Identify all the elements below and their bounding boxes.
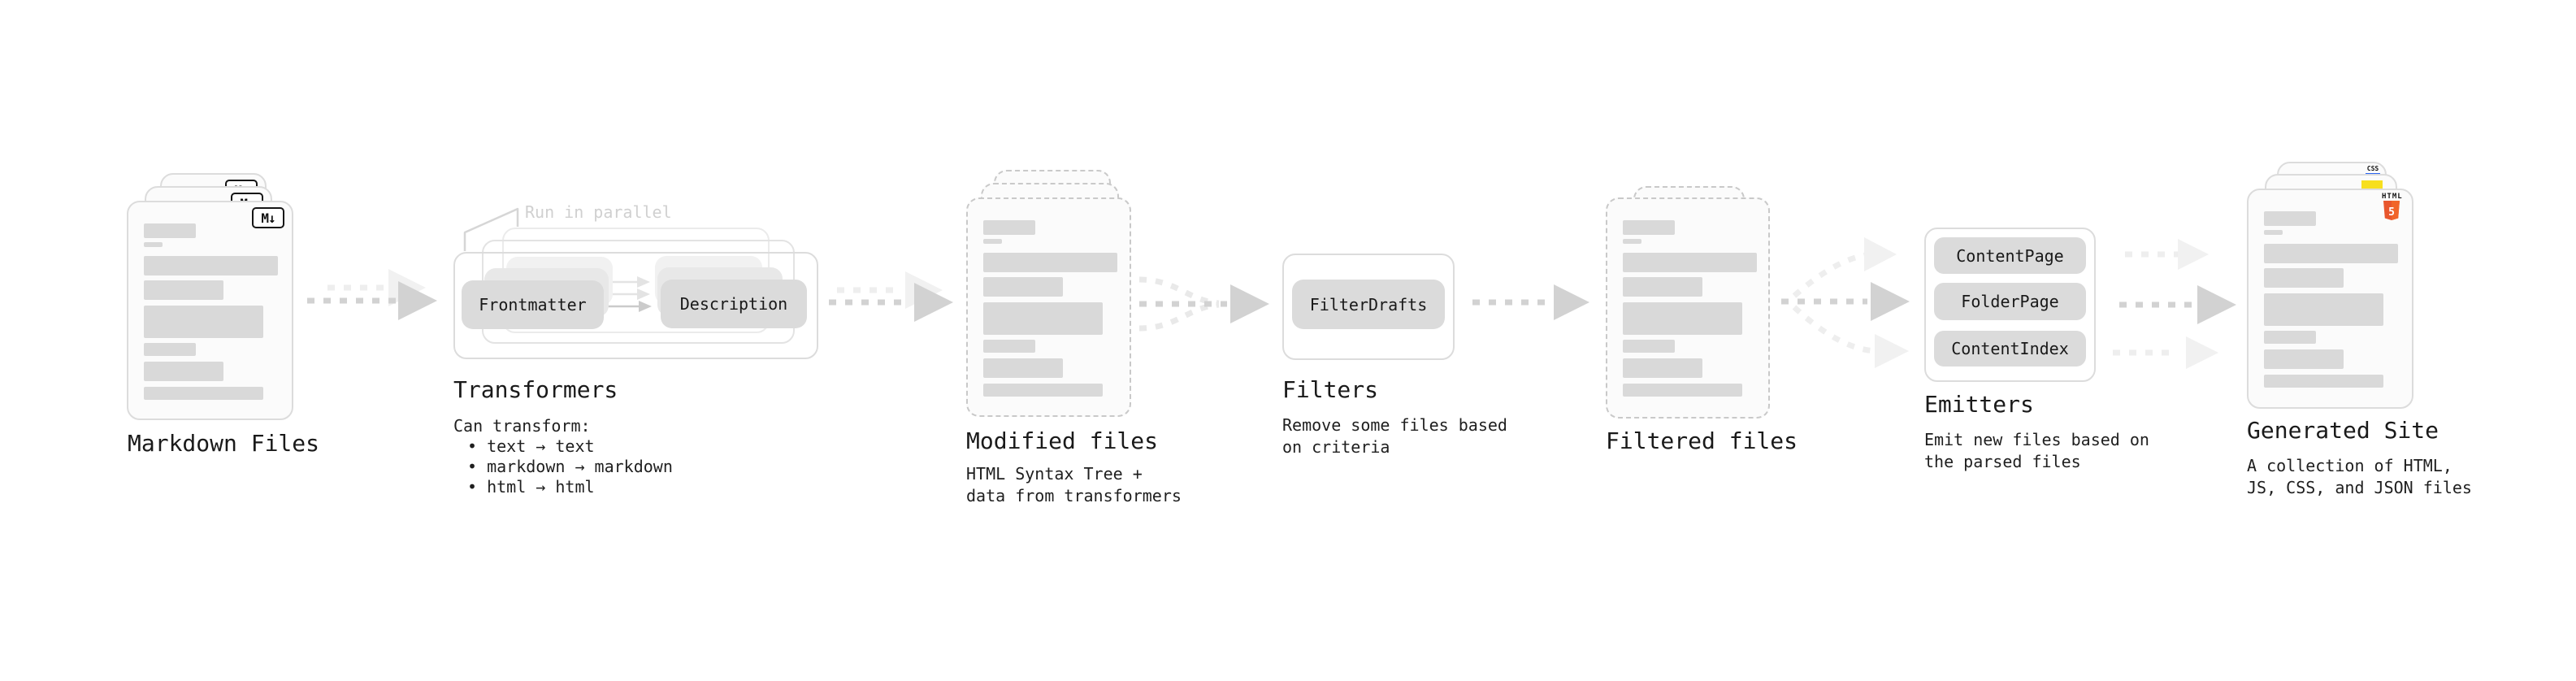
stage-title-markdown-files: Markdown Files [128, 430, 320, 457]
document-placeholder-text [144, 223, 292, 419]
stage-title-modified-files: Modified files [966, 427, 1159, 454]
markdown-icon: M↓ [252, 207, 284, 228]
text-placeholder-bar [983, 340, 1035, 353]
text-placeholder-bar [2264, 375, 2383, 388]
text-placeholder-bar [1623, 340, 1675, 353]
contentpage-pill: ContentPage [1934, 237, 2086, 274]
text-placeholder-bar [144, 223, 196, 238]
transformers-description: Can transform: • text → text • markdown … [453, 416, 673, 497]
description-line: JS, CSS, and JSON files [2247, 478, 2472, 497]
text-placeholder-bar [144, 362, 223, 381]
filterdrafts-pill: FilterDrafts [1292, 280, 1445, 329]
text-placeholder-bar [2264, 211, 2316, 226]
text-placeholder-bar [2264, 244, 2398, 263]
text-placeholder-bar [983, 277, 1063, 297]
arrow-filters-to-filtered [1472, 284, 1589, 320]
markdown-file-card-front: M↓ [127, 201, 293, 420]
filters-description: Remove some files based on criteria [1282, 414, 1507, 458]
text-placeholder-bar [144, 306, 263, 338]
description-line: A collection of HTML, [2247, 456, 2452, 475]
generated-site-description: A collection of HTML, JS, CSS, and JSON … [2247, 455, 2472, 499]
arrow-markdown-to-transformers [307, 269, 437, 320]
bullet-item: • markdown → markdown [467, 457, 673, 476]
html5-word: HTML [2382, 193, 2403, 201]
transformer-container-front [453, 252, 818, 359]
frontmatter-pill: Frontmatter [462, 280, 604, 329]
folderpage-pill: FolderPage [1934, 283, 2086, 320]
filtered-file-card-front [1606, 197, 1770, 419]
text-placeholder-bar [2264, 268, 2344, 288]
description-line: the parsed files [1924, 452, 2081, 471]
text-placeholder-bar [1623, 253, 1757, 272]
arrow-transformers-to-modified [829, 271, 953, 322]
text-placeholder-bar [144, 256, 278, 275]
text-placeholder-bar [144, 280, 223, 300]
text-placeholder-bar [983, 302, 1103, 335]
text-placeholder-bar [2264, 230, 2283, 235]
css-label: CSS [2366, 165, 2379, 172]
description-line: HTML Syntax Tree + [966, 464, 1143, 484]
modified-file-card-front [966, 197, 1131, 417]
description-line: Remove some files based [1282, 415, 1507, 435]
stage-title-transformers: Transformers [453, 376, 618, 403]
text-placeholder-bar [1623, 358, 1702, 378]
text-placeholder-bar [983, 239, 1002, 244]
text-placeholder-bar [1623, 277, 1702, 297]
generated-html-file-card: HTML 5 [2247, 189, 2413, 409]
text-placeholder-bar [1623, 302, 1742, 335]
modified-files-description: HTML Syntax Tree + data from transformer… [966, 463, 1182, 507]
text-placeholder-bar [1623, 239, 1641, 244]
text-placeholder-bar [1623, 220, 1675, 235]
description-line: on criteria [1282, 437, 1390, 457]
text-placeholder-bar [983, 358, 1063, 378]
arrow-emitters-to-generated [2113, 239, 2236, 369]
arrow-filtered-to-emitters [1781, 237, 1910, 368]
document-placeholder-text [2264, 211, 2412, 407]
text-placeholder-bar [2264, 293, 2383, 326]
description-pill: Description [661, 280, 807, 328]
stage-title-filters: Filters [1282, 376, 1379, 403]
text-placeholder-bar [2264, 349, 2344, 369]
description-line: Emit new files based on [1924, 430, 2149, 449]
stage-title-filtered-files: Filtered files [1606, 427, 1798, 454]
filters-container [1282, 254, 1455, 360]
text-placeholder-bar [983, 384, 1103, 397]
emitters-description: Emit new files based on the parsed files [1924, 429, 2149, 473]
arrow-modified-to-filters [1138, 276, 1269, 332]
text-placeholder-bar [983, 220, 1035, 235]
html5-number: 5 [2388, 206, 2395, 219]
document-placeholder-text [983, 220, 1130, 415]
bullet-item: • text → text [467, 436, 595, 456]
text-placeholder-bar [144, 343, 196, 356]
run-in-parallel-label: Run in parallel [525, 202, 672, 222]
stage-title-generated-site: Generated Site [2247, 417, 2439, 444]
document-placeholder-text [1623, 220, 1768, 417]
text-placeholder-bar [144, 242, 163, 247]
bullet-item: • html → html [467, 477, 595, 497]
description-line: Can transform: [453, 416, 591, 436]
contentindex-pill: ContentIndex [1934, 331, 2086, 367]
emitters-container [1924, 228, 2096, 382]
text-placeholder-bar [2264, 331, 2316, 344]
html5-shield: 5 [2383, 201, 2400, 220]
text-placeholder-bar [983, 253, 1117, 272]
text-placeholder-bar [144, 387, 263, 400]
html5-file-icon: HTML 5 [2382, 193, 2403, 224]
description-line: data from transformers [966, 486, 1182, 505]
stage-title-emitters: Emitters [1924, 391, 2034, 418]
text-placeholder-bar [1623, 384, 1742, 397]
